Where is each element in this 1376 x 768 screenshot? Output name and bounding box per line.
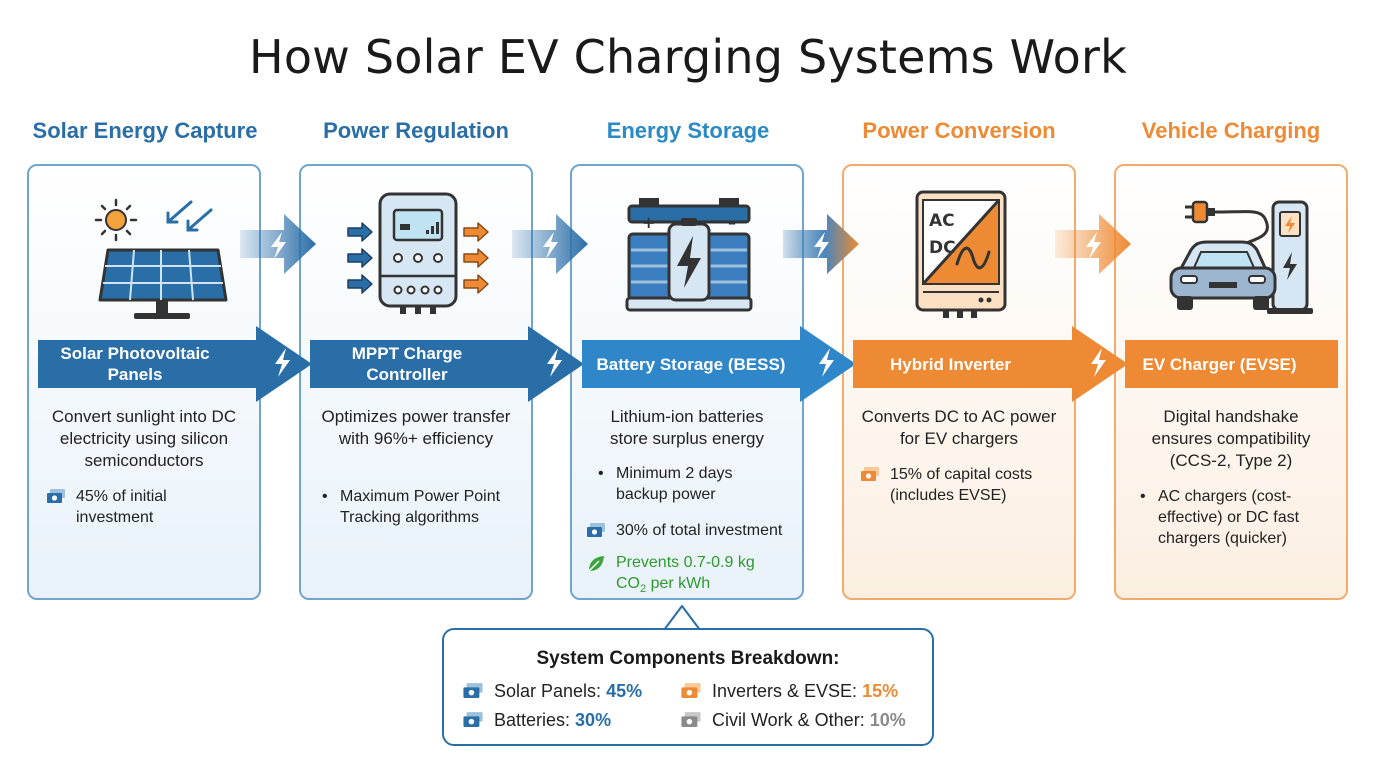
banner-flow: [38, 326, 1338, 402]
summary-box: System Components Breakdown: Solar Panel…: [442, 628, 934, 746]
money-icon: [586, 522, 606, 538]
flow-arrow-4: [1055, 214, 1131, 274]
cost-inverter-text: 15% of capital costs (includes EVSE): [890, 466, 1033, 504]
inverter-icon: AC DC: [844, 180, 1078, 330]
summary-value: 45%: [606, 681, 643, 701]
cost-inverter: 15% of capital costs (includes EVSE): [860, 464, 1070, 506]
stage-title-conversion: Power Conversion: [862, 118, 1056, 143]
money-icon: [462, 711, 484, 728]
per-kwh-text: per kWh: [646, 575, 711, 592]
bullet-bess-text: Minimum 2 days backup power: [616, 465, 733, 503]
eco-bess: Prevents 0.7-0.9 kg CO2 per kWh: [586, 552, 800, 600]
flow-arrow-1: [240, 214, 316, 274]
desc-bess: Lithium-ion batteries store surplus ener…: [609, 407, 765, 448]
summary-item-civil: Civil Work & Other: 10%: [680, 710, 906, 731]
flow-arrow-3: [783, 214, 859, 274]
money-icon: [861, 467, 879, 481]
stage-title-charging: Vehicle Charging: [1141, 118, 1321, 143]
money-icon: [462, 682, 484, 699]
summary-item-solar: Solar Panels: 45%: [462, 681, 642, 702]
summary-value: 10%: [869, 710, 906, 730]
co-subscript: 2: [640, 583, 647, 596]
desc-evse: Digital handshake ensures compatibility …: [1151, 407, 1311, 470]
banner-solar: Solar Photovoltaic Panels: [60, 344, 210, 384]
money-icon: [681, 712, 701, 727]
summary-value: 15%: [862, 681, 899, 701]
bullet-evse: • AC chargers (cost-effective) or DC fas…: [1140, 486, 1330, 549]
cost-bess-text: 30% of total investment: [616, 522, 783, 539]
banner-mppt: MPPT Charge Controller: [351, 344, 463, 384]
eco-line1: Prevents 0.7-0.9 kg: [616, 554, 755, 571]
desc-inverter: Converts DC to AC power for EV chargers: [861, 407, 1057, 448]
leaf-icon: [588, 556, 604, 572]
bullet-mppt-text: Maximum Power Point Tracking algorithms: [340, 488, 501, 526]
summary-value: 30%: [575, 710, 612, 730]
dc-label: DC: [929, 238, 956, 258]
page-title: How Solar EV Charging Systems Work: [249, 30, 1127, 84]
eco-line2: CO2 per kWh: [616, 573, 800, 600]
cost-bess: 30% of total investment: [586, 520, 800, 541]
banner-inverter: Hybrid Inverter: [890, 354, 1011, 374]
svg-text:+: +: [642, 213, 655, 232]
desc-solar: Convert sunlight into DC electricity usi…: [51, 407, 237, 470]
money-icon: [681, 683, 701, 698]
summary-label: Civil Work & Other:: [712, 710, 870, 730]
charge-controller-icon: [301, 180, 535, 330]
stage-title-storage: Energy Storage: [606, 118, 770, 143]
summary-item-inverters: Inverters & EVSE: 15%: [680, 681, 898, 702]
bullet-bess: • Minimum 2 days backup power: [598, 463, 788, 505]
solar-panel-icon: [29, 180, 263, 330]
stage-title-solar: Solar Energy Capture: [32, 118, 258, 143]
summary-item-batteries: Batteries: 30%: [462, 710, 611, 731]
banner-evse: EV Charger (EVSE): [1142, 354, 1297, 374]
money-icon: [46, 488, 66, 504]
cost-solar-text: 45% of initial investment: [76, 488, 167, 526]
stage-title-regulation: Power Regulation: [323, 118, 509, 143]
desc-mppt: Optimizes power transfer with 96%+ effic…: [321, 407, 511, 448]
summary-title: System Components Breakdown:: [536, 648, 840, 669]
battery-icon: + –: [572, 180, 806, 330]
co-text: CO: [616, 575, 640, 592]
summary-label: Inverters & EVSE:: [712, 681, 863, 701]
flow-arrow-2: [512, 214, 588, 274]
banner-bess: Battery Storage (BESS): [596, 354, 786, 374]
bullet-mppt: • Maximum Power Point Tracking algorithm…: [322, 486, 532, 528]
cost-solar: 45% of initial investment: [46, 486, 246, 528]
svg-text:–: –: [728, 213, 736, 232]
ev-charger-icon: [1116, 180, 1350, 330]
ac-label: AC: [929, 211, 955, 231]
summary-label: Solar Panels:: [494, 681, 607, 701]
summary-label: Batteries:: [494, 710, 576, 730]
bullet-evse-text: AC chargers (cost-effective) or DC fast …: [1158, 488, 1300, 547]
